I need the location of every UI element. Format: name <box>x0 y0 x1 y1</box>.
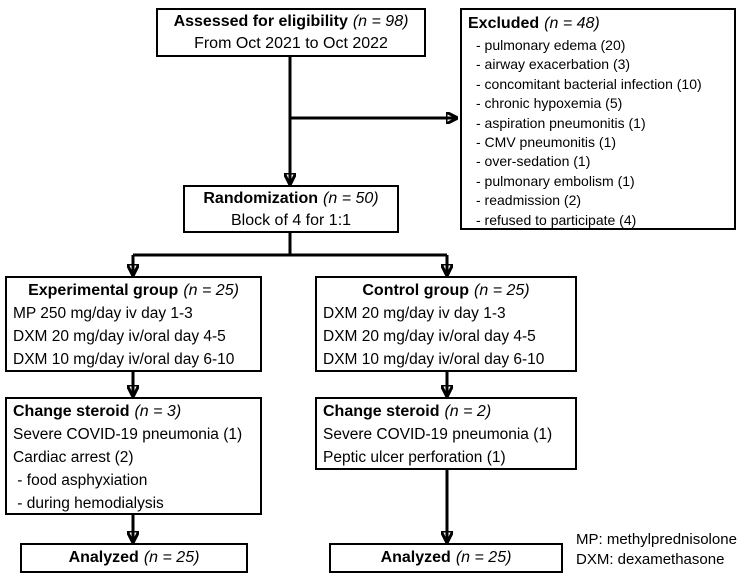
change-steroid-right-reason: Peptic ulcer perforation (1) <box>323 449 506 466</box>
excluded-item: - pulmonary embolism (1) <box>476 172 635 189</box>
randomization-n-count: (n = 50) <box>323 190 379 207</box>
randomization-block-note: Block of 4 for 1:1 <box>230 212 352 229</box>
control-regimen-line: DXM 20 mg/day iv day 1-3 <box>323 305 506 322</box>
change-steroid-right-title: Change steroid(n = 2) <box>323 403 492 420</box>
analyzed-right-title: Analyzed(n = 25) <box>380 549 512 566</box>
excluded-item: - pulmonary edema (20) <box>476 37 626 53</box>
excluded-item: - chronic hypoxemia (5) <box>476 95 623 112</box>
randomization-box: Randomization(n = 50) Block of 4 for 1:1 <box>183 185 399 233</box>
experimental-regimen-line: DXM 20 mg/day iv/oral day 4-5 <box>13 328 226 345</box>
assessed-date-range: From Oct 2021 to Oct 2022 <box>194 35 388 52</box>
control-group-box: Control group(n = 25) DXM 20 mg/day iv d… <box>315 276 577 372</box>
excluded-n-count: (n = 48) <box>544 15 600 32</box>
analyzed-right-n-count: (n = 25) <box>455 549 512 566</box>
legend-dxm-definition: DXM: dexamethasone <box>576 551 725 568</box>
abbreviation-legend: MP: methylprednisolone DXM: dexamethason… <box>576 530 737 570</box>
analyzed-left-title: Analyzed(n = 25) <box>68 549 200 566</box>
experimental-group-box: Experimental group(n = 25) MP 250 mg/day… <box>5 276 262 372</box>
excluded-item: - CMV pneumonitis (1) <box>476 134 617 151</box>
change-steroid-right-reason: Severe COVID-19 pneumonia (1) <box>323 426 553 443</box>
control-regimen-line: DXM 10 mg/day iv/oral day 6-10 <box>323 351 545 368</box>
excluded-item: - concomitant bacterial infection (10) <box>476 75 702 92</box>
change-steroid-left-title: Change steroid(n = 3) <box>13 403 182 420</box>
experimental-group-n-count: (n = 25) <box>183 282 239 299</box>
experimental-regimen-line: MP 250 mg/day iv day 1-3 <box>13 305 193 322</box>
change-steroid-right-n-count: (n = 2) <box>444 403 492 420</box>
assessed-n-count: (n = 98) <box>352 13 409 30</box>
control-regimen-line: DXM 20 mg/day iv/oral day 4-5 <box>323 328 536 345</box>
assessed-for-eligibility-box: Assessed for eligibility(n = 98) From Oc… <box>156 8 426 57</box>
experimental-regimen-line: DXM 10 mg/day iv/oral day 6-10 <box>13 351 235 368</box>
change-steroid-left-reason: Cardiac arrest (2) <box>13 449 134 466</box>
randomization-title: Randomization(n = 50) <box>203 190 379 207</box>
change-steroid-left-reason: Severe COVID-19 pneumonia (1) <box>13 426 243 443</box>
excluded-item: - refused to participate (4) <box>476 211 637 228</box>
change-steroid-left-n-count: (n = 3) <box>134 403 182 420</box>
assessed-title: Assessed for eligibility(n = 98) <box>173 13 409 30</box>
analyzed-left-n-count: (n = 25) <box>143 549 200 566</box>
change-steroid-right-box: Change steroid(n = 2) Severe COVID-19 pn… <box>315 397 577 470</box>
legend-mp-definition: MP: methylprednisolone <box>576 531 737 548</box>
excluded-title: Excluded(n = 48) <box>468 15 600 32</box>
experimental-group-title: Experimental group(n = 25) <box>28 282 239 299</box>
change-steroid-left-subreason: - during hemodialysis <box>13 495 164 512</box>
analyzed-left-box: Analyzed(n = 25) <box>20 543 248 573</box>
excluded-item: - aspiration pneumonitis (1) <box>476 114 646 131</box>
control-group-n-count: (n = 25) <box>474 282 530 299</box>
excluded-box: Excluded(n = 48) - pulmonary edema (20) … <box>460 8 736 230</box>
excluded-item: - over-sedation (1) <box>476 153 591 170</box>
control-group-title: Control group(n = 25) <box>362 282 530 299</box>
excluded-item: - readmission (2) <box>476 192 582 209</box>
analyzed-right-box: Analyzed(n = 25) <box>329 543 563 573</box>
change-steroid-left-box: Change steroid(n = 3) Severe COVID-19 pn… <box>5 397 262 515</box>
change-steroid-left-subreason: - food asphyxiation <box>13 472 148 489</box>
excluded-item: - airway exacerbation (3) <box>476 56 631 73</box>
